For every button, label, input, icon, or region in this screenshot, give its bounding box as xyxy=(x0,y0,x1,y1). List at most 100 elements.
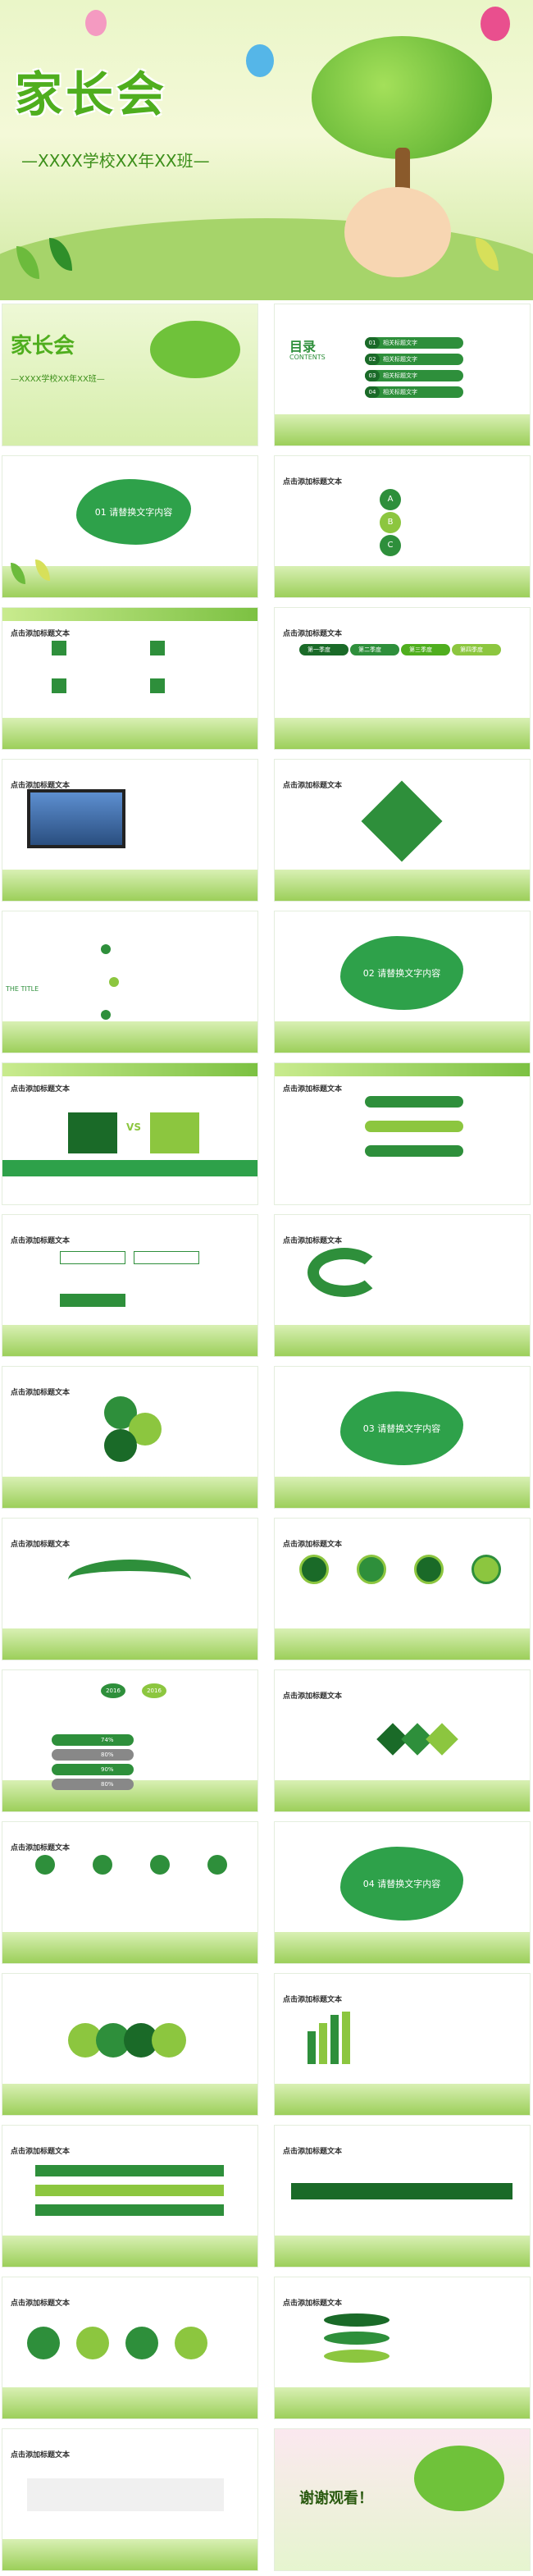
slide-title: 点击添加标题文本 xyxy=(283,2300,343,2308)
bottom-band xyxy=(275,2084,530,2115)
slide-stack[interactable]: 点击添加标题文本 xyxy=(274,2277,531,2419)
top-band xyxy=(2,1063,257,1076)
slide-four-circles[interactable]: 点击添加标题文本 xyxy=(2,1821,258,1964)
slide-title: 点击添加标题文本 xyxy=(283,1692,343,1701)
step-arrow: 第二季度 xyxy=(350,644,399,655)
ring xyxy=(175,2327,207,2359)
chevron-icon xyxy=(426,1723,458,1756)
bottom-band xyxy=(2,1021,257,1053)
square-icon xyxy=(150,641,165,655)
slide-title: 点击添加标题文本 xyxy=(11,630,71,638)
abc-circle: B xyxy=(380,512,401,533)
slide-cover-small[interactable]: 家长会 —XXXX学校XX年XX班— xyxy=(2,304,258,446)
arrow-item xyxy=(365,1121,463,1132)
node-circle xyxy=(109,977,119,987)
slide-percent[interactable]: 2016 2016 74% 80% 90% 80% xyxy=(2,1669,258,1812)
slide-title: 点击添加标题文本 xyxy=(283,630,343,638)
square-icon xyxy=(150,678,165,693)
step-arrow: 第四季度 xyxy=(452,644,501,655)
slide-cross-arrows[interactable]: 点击添加标题文本 xyxy=(274,759,531,902)
step-arrow: 第三季度 xyxy=(401,644,450,655)
bottom-band xyxy=(2,2539,257,2570)
bottom-band xyxy=(2,718,257,749)
bottom-band xyxy=(275,870,530,901)
slide-title: 点击添加标题文本 xyxy=(11,2148,71,2156)
green-bar xyxy=(2,1160,257,1176)
slide-chevrons[interactable]: 点击添加标题文本 xyxy=(274,1669,531,1812)
hero-title: 家长会 xyxy=(15,66,168,122)
slide-arrow-list[interactable]: 点击添加标题文本 xyxy=(274,1062,531,1205)
slide-boxes[interactable]: 点击添加标题文本 xyxy=(2,1214,258,1357)
top-band xyxy=(2,608,257,621)
slide-title: 点击添加标题文本 xyxy=(11,782,71,790)
slide-quarters[interactable]: 点击添加标题文本 第一季度 第二季度 第三季度 第四季度 xyxy=(274,607,531,750)
slide-ending[interactable]: 谢谢观看！ xyxy=(274,2428,531,2571)
circle-icon xyxy=(207,1855,227,1875)
circle-icon xyxy=(357,1555,386,1584)
slide-circle-icons[interactable]: 点击添加标题文本 xyxy=(274,1518,531,1660)
node-circle xyxy=(101,1010,111,1020)
children-illustration xyxy=(344,187,451,277)
slide-section-03[interactable]: 03 请替换文字内容 xyxy=(274,1366,531,1509)
slide-title: 点击添加标题文本 xyxy=(283,2148,343,2156)
slide-the-title[interactable]: THE TITLE xyxy=(2,911,258,1053)
slide-section-02[interactable]: 02 请替换文字内容 xyxy=(274,911,531,1053)
slide-section-01[interactable]: 01 请替换文字内容 xyxy=(2,455,258,598)
bar xyxy=(319,2023,327,2064)
slide-curve-arrow[interactable]: 点击添加标题文本 xyxy=(274,1214,531,1357)
vs-left-box xyxy=(68,1112,117,1153)
slide-big-arrow[interactable]: 点击添加标题文本 xyxy=(2,2428,258,2571)
balloon-icon xyxy=(481,7,510,41)
bottom-band xyxy=(275,718,530,749)
vs-right-box xyxy=(150,1112,199,1153)
tree-canopy xyxy=(312,36,492,159)
slide-section-04[interactable]: 04 请替换文字内容 xyxy=(274,1821,531,1964)
node-circle xyxy=(101,944,111,954)
circle-icon xyxy=(414,1555,444,1584)
slide-title: 点击添加标题文本 xyxy=(11,2451,71,2460)
ring xyxy=(76,2327,109,2359)
slide-icons[interactable]: 点击添加标题文本 xyxy=(2,607,258,750)
bottom-band xyxy=(275,566,530,597)
slide-title: 点击添加标题文本 xyxy=(283,1541,343,1549)
toc-subtitle: CONTENTS xyxy=(289,354,326,361)
ring xyxy=(27,2327,60,2359)
bottom-band xyxy=(2,1932,257,1963)
box xyxy=(60,1294,125,1307)
slide-vs[interactable]: 点击添加标题文本 VS xyxy=(2,1062,258,1205)
slide-bar-chart[interactable]: 点击添加标题文本 xyxy=(274,1973,531,2116)
slide-wave[interactable]: 点击添加标题文本 xyxy=(2,1518,258,1660)
arrow-item xyxy=(365,1096,463,1108)
box xyxy=(134,1251,199,1264)
slide-title: 点击添加标题文本 xyxy=(11,2300,71,2308)
slide-arrow-bars[interactable]: 点击添加标题文本 xyxy=(2,2125,258,2268)
slide-abc[interactable]: 点击添加标题文本 A B C xyxy=(274,455,531,598)
balloon-icon xyxy=(85,10,107,36)
slide-monitor[interactable]: 点击添加标题文本 xyxy=(2,759,258,902)
bottom-band xyxy=(275,1477,530,1508)
circle-icon xyxy=(150,1855,170,1875)
chain-circle xyxy=(152,2023,186,2058)
slide-flower[interactable]: 点击添加标题文本 xyxy=(2,1366,258,1509)
tree-canopy xyxy=(414,2446,504,2511)
slide-title: 点击添加标题文本 xyxy=(283,1085,343,1094)
slide-title: 点击添加标题文本 xyxy=(283,1996,343,2004)
toc-title: 目录 xyxy=(289,339,317,354)
square-icon xyxy=(52,641,66,655)
slide-chain-circles[interactable] xyxy=(2,1973,258,2116)
slide-title: 点击添加标题文本 xyxy=(283,478,343,486)
circle-icon xyxy=(299,1555,329,1584)
bottom-band xyxy=(2,1477,257,1508)
slide-process[interactable]: 点击添加标题文本 xyxy=(274,2125,531,2268)
bar xyxy=(308,2031,316,2064)
percent-bar: 80% xyxy=(52,1749,134,1761)
step-arrow: 第一季度 xyxy=(299,644,348,655)
hero-subtitle: —XXXX学校XX年XX班— xyxy=(21,151,210,171)
bottom-band xyxy=(275,2236,530,2267)
slide-rings[interactable]: 点击添加标题文本 xyxy=(2,2277,258,2419)
